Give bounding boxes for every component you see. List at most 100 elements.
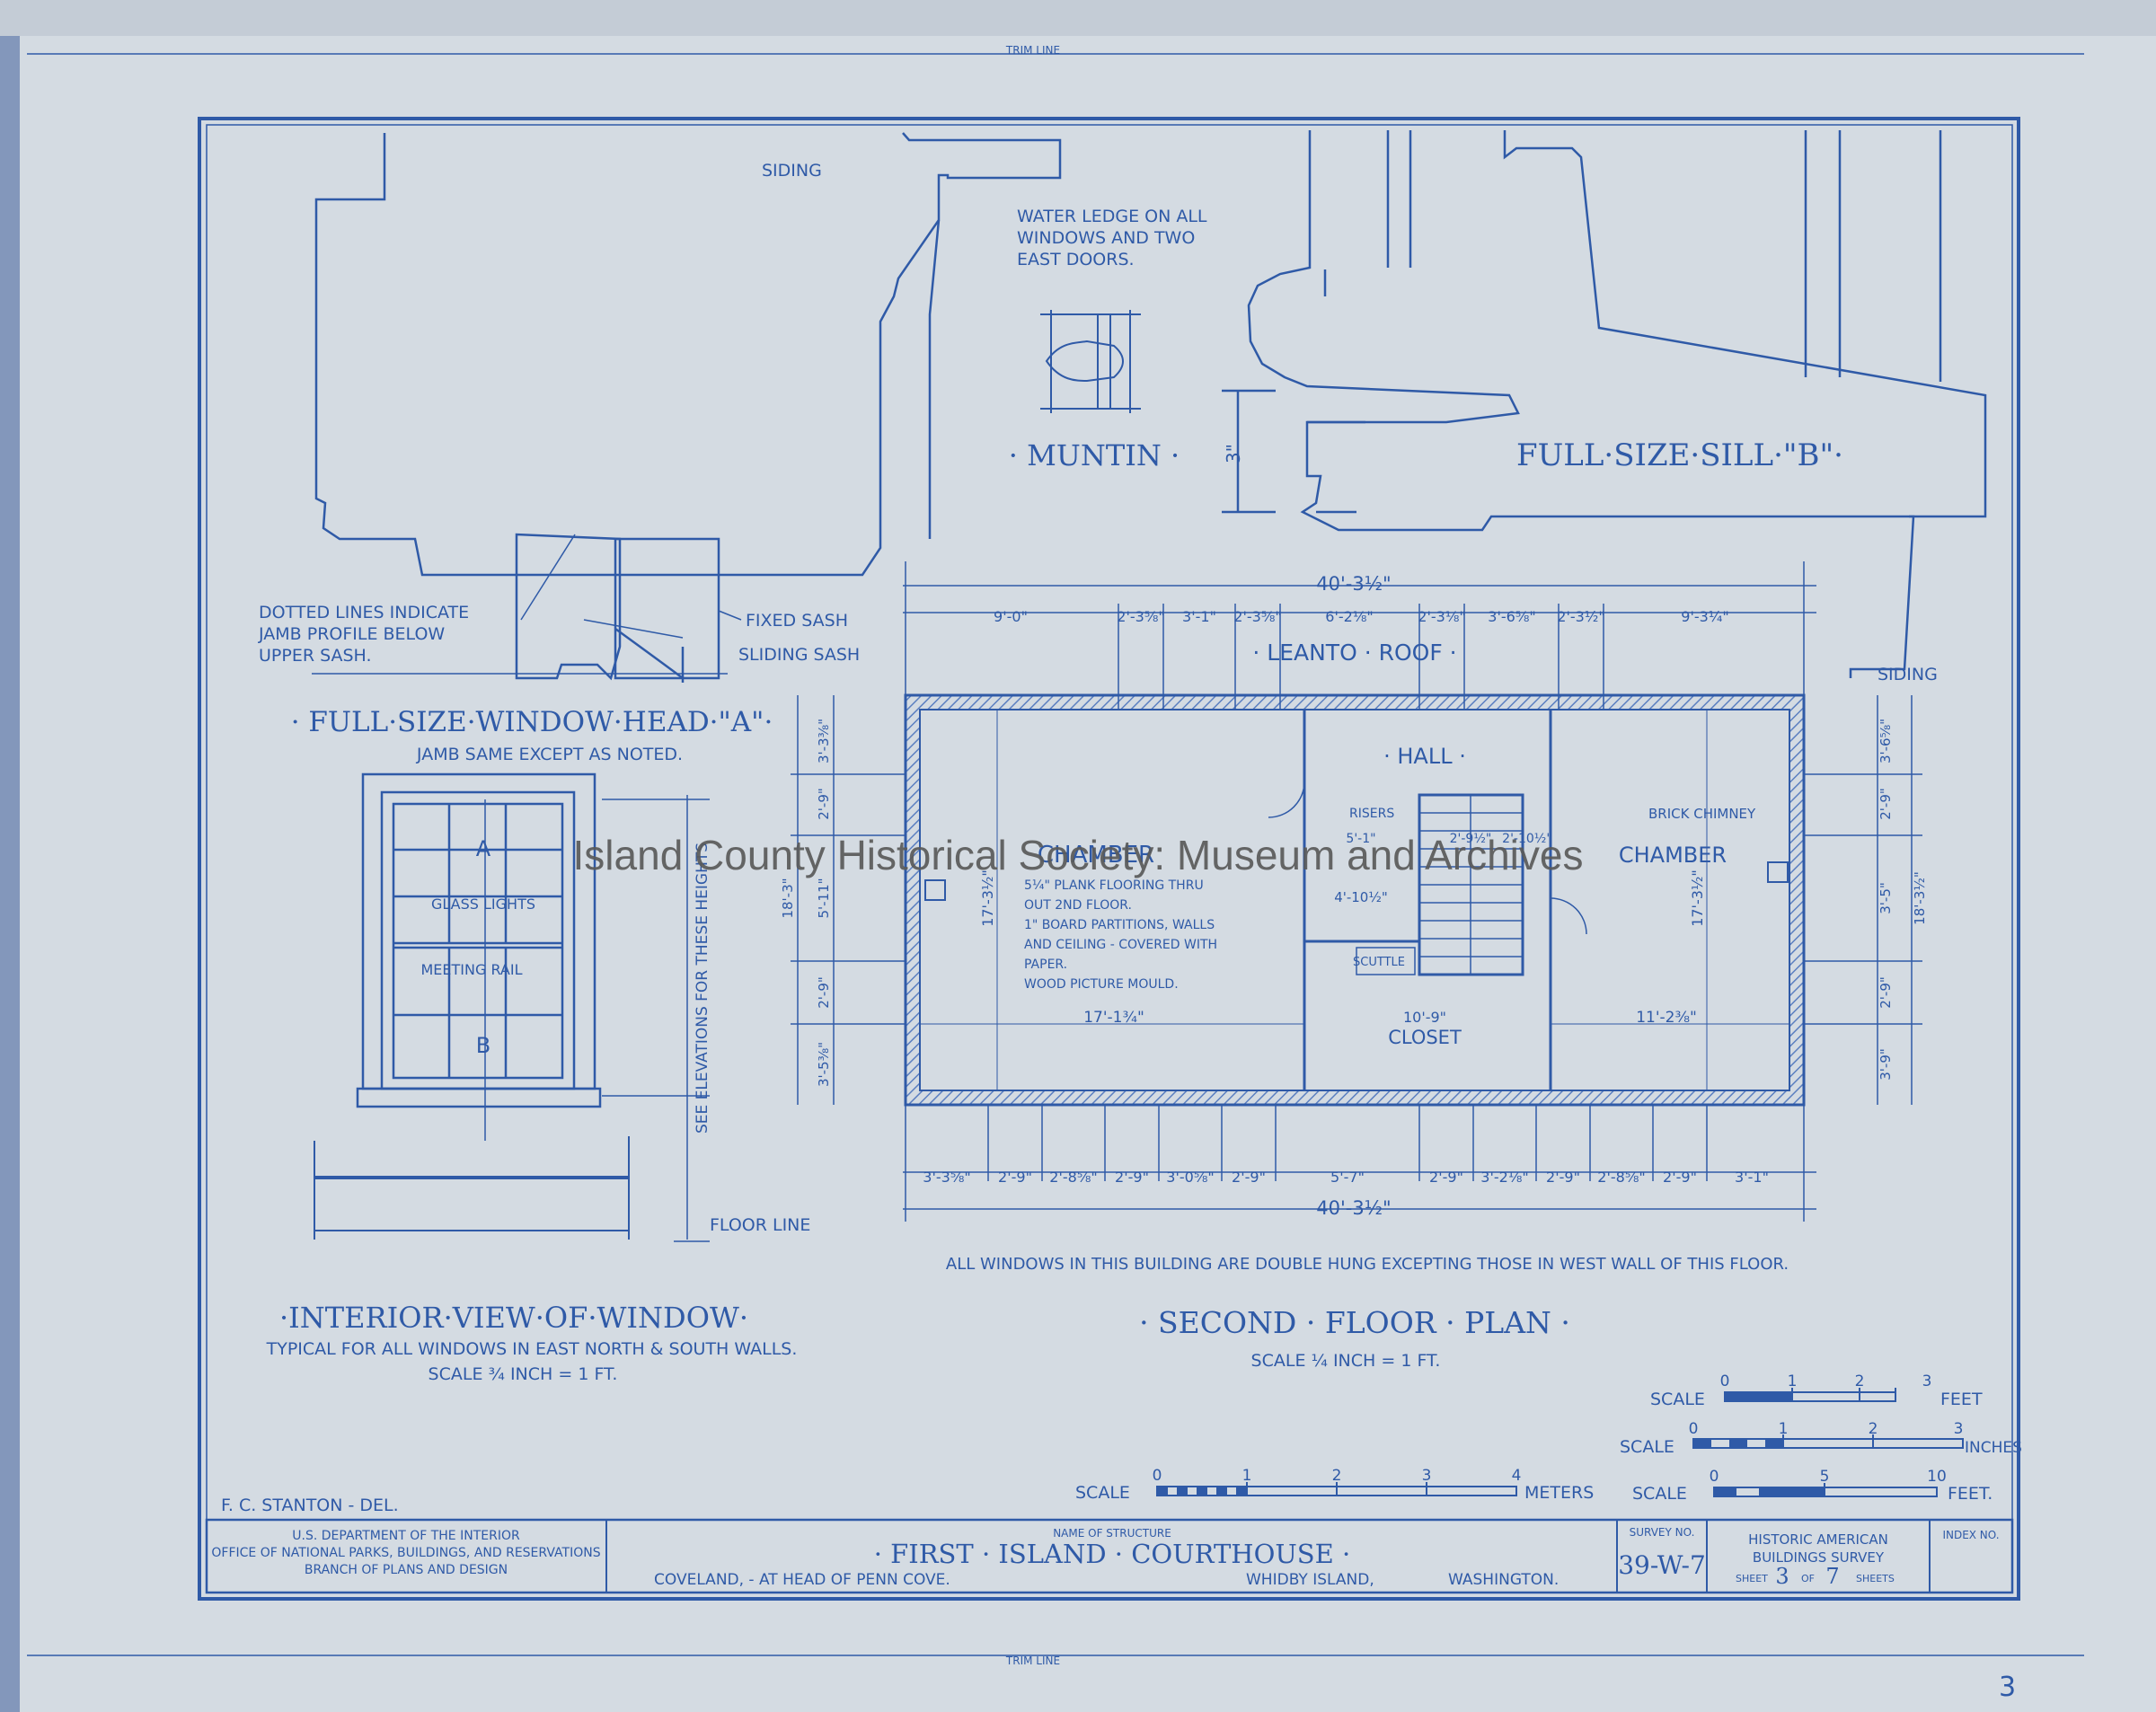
chamber-east-label: CHAMBER: [1619, 843, 1727, 868]
structure-location: COVELAND, - AT HEAD OF PENN COVE.: [654, 1571, 950, 1589]
structure-state: WASHINGTON.: [1448, 1571, 1559, 1589]
right-dim-4: 2'-9": [1878, 976, 1894, 1009]
window-head-profile: [314, 132, 1062, 577]
scale-feet-tick-3: 3: [1922, 1372, 1932, 1390]
sash-curve: [614, 627, 684, 680]
interior-window-scale: SCALE ¾ INCH = 1 FT.: [429, 1364, 618, 1384]
dotted-lines-note-1: DOTTED LINES INDICATE: [259, 603, 469, 622]
left-dim-3: 5'-11": [816, 878, 832, 918]
top-edge-shadow: [0, 0, 2156, 36]
scale-inches-label: INCHES: [1965, 1439, 2022, 1457]
right-dim-5: 3'-9": [1878, 1048, 1894, 1081]
second-floor-plan: [791, 561, 1922, 1222]
plan-note-3: 1" BOARD PARTITIONS, WALLS: [1024, 918, 1215, 932]
muntin-title: · MUNTIN ·: [1009, 438, 1180, 472]
bottom-dim-10: 2'-9": [1546, 1169, 1580, 1186]
scuttle-label: SCUTTLE: [1353, 956, 1405, 969]
windows-note: ALL WINDOWS IN THIS BUILDING ARE DOUBLE …: [946, 1255, 1789, 1274]
bottom-dim-8: 2'-9": [1429, 1169, 1463, 1186]
top-dim-6: 2'-3⅛": [1418, 608, 1465, 625]
bottom-dim-6: 2'-9": [1232, 1169, 1266, 1186]
scuttle-hatch: [1356, 947, 1416, 975]
west-chamber-width: 17'-1¾": [1083, 1009, 1144, 1027]
dotted-leader: [520, 534, 576, 621]
top-dim-4: 2'-3⅝": [1233, 608, 1281, 625]
right-dim-1: 3'-6⅝": [1878, 719, 1894, 763]
left-edge-shadow: [0, 0, 20, 1712]
plan-note-1: 5¼" PLANK FLOORING THRU: [1024, 878, 1204, 893]
drawing-border: [198, 117, 2020, 1601]
chamber-west-label: CHAMBER: [1038, 842, 1154, 869]
sheets-word: SHEETS: [1856, 1573, 1895, 1584]
door-swing-east: [1550, 897, 1587, 935]
chimney-west: [924, 879, 946, 901]
interior-floor: [919, 709, 1790, 1091]
closet-label: CLOSET: [1388, 1027, 1462, 1048]
glass-lights-label: GLASS LIGHTS: [431, 896, 535, 913]
top-dim-2: 2'-3⅝": [1117, 608, 1164, 625]
left-dim-5: 3'-5⅜": [816, 1042, 832, 1087]
bottom-dim-7: 5'-7": [1330, 1169, 1365, 1186]
top-dim-9: 9'-3¼": [1681, 608, 1728, 625]
see-elevations-note: SEE ELEVATIONS FOR THESE HEIGHTS: [694, 843, 711, 1134]
water-ledge-note-1: WATER LEDGE ON ALL: [1017, 207, 1207, 226]
sliding-sash-profile: [614, 537, 720, 680]
bottom-dim-1: 3'-3⅝": [923, 1169, 970, 1186]
second-floor-plan-title: · SECOND · FLOOR · PLAN ·: [1139, 1305, 1570, 1340]
sheet-word: SHEET: [1736, 1573, 1768, 1584]
plan-note-2: OUT 2ND FLOOR.: [1024, 898, 1132, 913]
bottom-dim-12: 2'-9": [1663, 1169, 1697, 1186]
scale-feet-tick-0: 0: [1720, 1372, 1730, 1390]
bottom-dim-4: 2'-9": [1115, 1169, 1149, 1186]
scale-meters-tick-3: 3: [1422, 1467, 1432, 1485]
interior-window-note: TYPICAL FOR ALL WINDOWS IN EAST NORTH & …: [266, 1339, 798, 1359]
window-head-title: · FULL·SIZE·WINDOW·HEAD·"A"·: [291, 706, 773, 738]
siding-label: SIDING: [762, 161, 822, 181]
window-head-jamb: [515, 533, 622, 681]
water-ledge-note-3: EAST DOORS.: [1017, 250, 1135, 269]
scale-bar-feet-ten: [1713, 1483, 1938, 1497]
bottom-dim-5: 3'-0⅝": [1166, 1169, 1214, 1186]
brick-chimney: [1767, 861, 1789, 883]
bottom-dim-2: 2'-9": [998, 1169, 1032, 1186]
bottom-dim-13: 3'-1": [1735, 1169, 1769, 1186]
interior-window-title: ·INTERIOR·VIEW·OF·WINDOW·: [279, 1301, 748, 1335]
fixed-sash-leader: [583, 619, 684, 639]
scale-inches-tick-0: 0: [1689, 1420, 1699, 1438]
delineator-credit: F. C. STANTON - DEL.: [221, 1496, 399, 1515]
stair-dim-a: 5'-1": [1346, 832, 1375, 846]
window-head-detail: [312, 132, 1062, 683]
window-head-subtitle: JAMB SAME EXCEPT AS NOTED.: [416, 745, 683, 764]
survey-no-label: SURVEY NO.: [1630, 1526, 1695, 1539]
plan-note-5: PAPER.: [1024, 957, 1067, 972]
hall-label: · HALL ·: [1383, 744, 1466, 769]
survey-number: 39-W-7: [1618, 1550, 1706, 1580]
window-label-a: A: [476, 836, 491, 861]
bottom-dim-3: 2'-8⅝": [1049, 1169, 1097, 1186]
scale-feet2-tick-0: 0: [1710, 1468, 1719, 1486]
scale-inches-tick-3: 3: [1954, 1420, 1964, 1438]
scale-feet-tick-2: 2: [1855, 1372, 1865, 1390]
closet-dim: 10'-9": [1403, 1009, 1446, 1026]
meeting-rail-label: MEETING RAIL: [420, 961, 522, 978]
scale-meters-label: METERS: [1524, 1483, 1594, 1503]
west-chamber-depth: 17'-3½": [979, 869, 996, 927]
sill-dimension: 3": [1223, 444, 1244, 463]
sill-detail: [1222, 130, 1987, 678]
dept-line-2: OFFICE OF NATIONAL PARKS, BUILDINGS, AND…: [211, 1546, 600, 1560]
left-dim-1: 3'-3⅜": [816, 719, 832, 763]
title-block: [205, 1518, 2014, 1594]
index-no-label: INDEX NO.: [1942, 1529, 1999, 1541]
dotted-lines-note-2: JAMB PROFILE BELOW: [258, 624, 445, 644]
left-dim-total: 18'-3": [780, 878, 796, 918]
sheet-number: 3: [1775, 1564, 1789, 1589]
scale-meters-tick-1: 1: [1242, 1467, 1252, 1485]
interior-window-elevation: [314, 772, 710, 1242]
hall-dim: 4'-10½": [1334, 889, 1388, 905]
scale-meters-tick-4: 4: [1512, 1467, 1522, 1485]
scale-meters-word: SCALE: [1075, 1483, 1130, 1503]
scale-feet-label: FEET: [1940, 1390, 1983, 1409]
of-word: OF: [1801, 1573, 1815, 1584]
scale-bar-feet: [1724, 1388, 1896, 1402]
